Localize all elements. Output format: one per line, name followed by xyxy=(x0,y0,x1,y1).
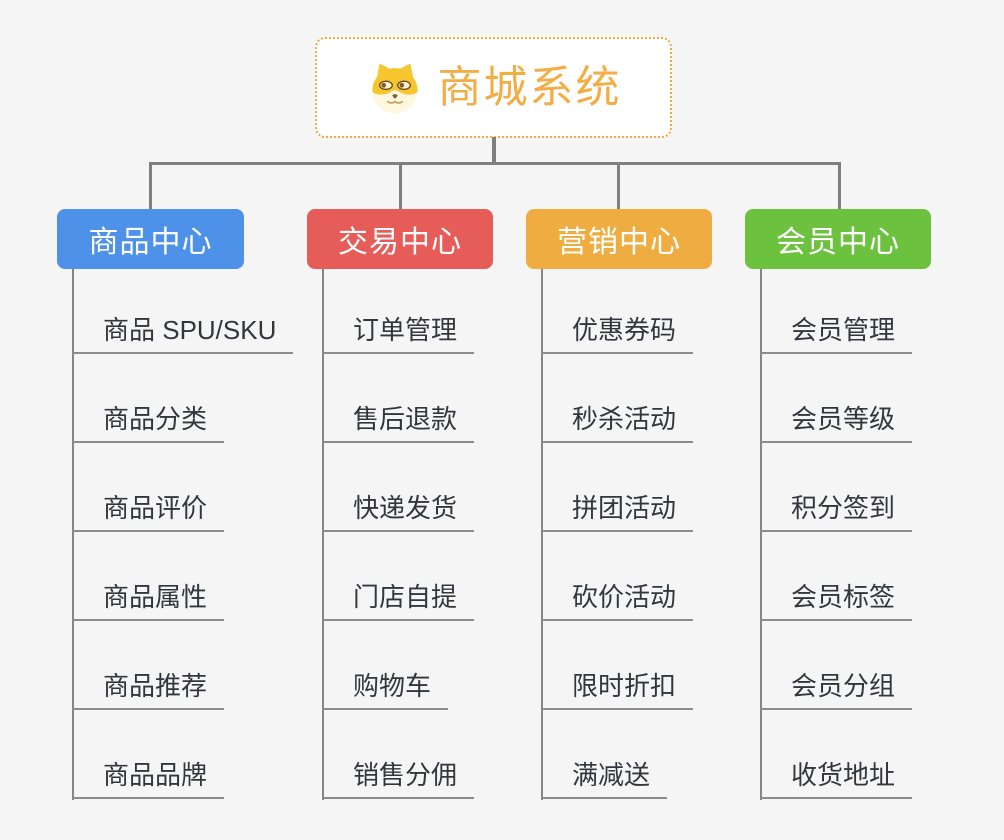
connector-drop-4 xyxy=(838,164,841,210)
connector-drop-3 xyxy=(617,164,620,210)
leaf-node[interactable]: 会员标签 xyxy=(760,581,913,621)
branch-trunk-line xyxy=(322,269,324,800)
doge-icon xyxy=(366,59,424,117)
branch-node-1[interactable]: 商品中心 xyxy=(57,209,244,269)
leaf-node[interactable]: 会员等级 xyxy=(760,403,913,443)
branch-trunk-line xyxy=(541,269,543,800)
leaf-node[interactable]: 快递发货 xyxy=(322,492,475,532)
leaf-node[interactable]: 收货地址 xyxy=(760,759,913,799)
leaf-node[interactable]: 商品属性 xyxy=(72,581,225,621)
leaf-node[interactable]: 秒杀活动 xyxy=(541,403,694,443)
leaf-node[interactable]: 订单管理 xyxy=(322,314,475,354)
branch-trunk-line xyxy=(72,269,74,800)
leaf-node[interactable]: 商品品牌 xyxy=(72,759,225,799)
leaf-node[interactable]: 满减送 xyxy=(541,759,668,799)
branch-node-4[interactable]: 会员中心 xyxy=(745,209,931,269)
branch-trunk-line xyxy=(760,269,762,800)
connector-drop-1 xyxy=(149,164,152,210)
branch-node-3[interactable]: 营销中心 xyxy=(526,209,712,269)
root-node[interactable]: 商城系统 xyxy=(315,37,672,138)
root-title: 商城系统 xyxy=(437,62,622,112)
leaf-node[interactable]: 拼团活动 xyxy=(541,492,694,532)
leaf-node[interactable]: 销售分佣 xyxy=(322,759,475,799)
leaf-node[interactable]: 会员分组 xyxy=(760,670,913,710)
leaf-node[interactable]: 积分签到 xyxy=(760,492,913,532)
leaf-node[interactable]: 会员管理 xyxy=(760,314,913,354)
leaf-node[interactable]: 商品分类 xyxy=(72,403,225,443)
leaf-node[interactable]: 购物车 xyxy=(322,670,449,710)
connector-horizontal xyxy=(149,162,841,165)
leaf-node[interactable]: 门店自提 xyxy=(322,581,475,621)
leaf-node[interactable]: 限时折扣 xyxy=(541,670,694,710)
leaf-node[interactable]: 砍价活动 xyxy=(541,581,694,621)
branch-node-2[interactable]: 交易中心 xyxy=(307,209,493,269)
connector-root-drop xyxy=(492,137,496,164)
leaf-node[interactable]: 商品 SPU/SKU xyxy=(72,314,294,354)
leaf-node[interactable]: 售后退款 xyxy=(322,403,475,443)
connector-drop-2 xyxy=(399,164,402,210)
leaf-node[interactable]: 商品评价 xyxy=(72,492,225,532)
leaf-node[interactable]: 优惠券码 xyxy=(541,314,694,354)
leaf-node[interactable]: 商品推荐 xyxy=(72,670,225,710)
